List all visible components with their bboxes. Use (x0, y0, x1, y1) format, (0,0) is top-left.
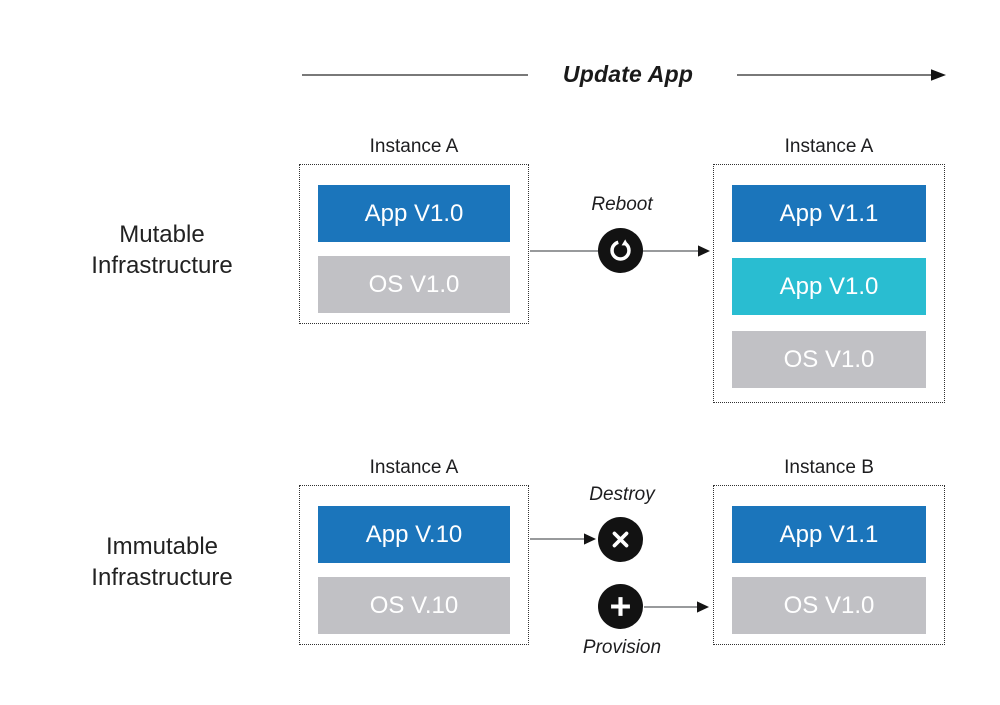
layer-os: OS V1.0 (732, 331, 926, 388)
mutable-label-line1: Mutable (119, 221, 205, 248)
layer-os: OS V.10 (318, 577, 510, 634)
layer-app: App V1.0 (318, 185, 510, 242)
provision-arrowhead-icon (697, 601, 709, 613)
mutable-left-instance-box: App V1.0 OS V1.0 (299, 164, 529, 324)
layer-os: OS V1.0 (318, 256, 510, 313)
plus-icon (611, 597, 630, 616)
mutable-label-line2: Infrastructure (91, 252, 233, 279)
layer-app: App V.10 (318, 506, 510, 563)
layer-os: OS V1.0 (732, 577, 926, 634)
mutable-left-instance-title: Instance A (369, 136, 459, 157)
layer-app: App V1.1 (732, 185, 926, 242)
immutable-label-line1: Immutable (105, 533, 219, 560)
immutable-right-instance-title: Instance B (784, 457, 874, 478)
x-icon (612, 531, 629, 548)
reboot-arrowhead-icon (698, 245, 710, 257)
reboot-label: Reboot (591, 194, 653, 215)
immutable-label-line2: Infrastructure (91, 564, 233, 591)
immutable-infrastructure-label: Immutable Infrastructure (38, 531, 286, 593)
destroy-action-circle (598, 517, 643, 562)
immutable-left-instance-title: Instance A (369, 457, 459, 478)
immutable-right-instance-box: App V1.1 OS V1.0 (713, 485, 945, 645)
update-app-arrowhead-icon (931, 69, 946, 81)
layer-app: App V1.1 (732, 506, 926, 563)
destroy-label: Destroy (589, 484, 655, 505)
mutable-right-instance-box: App V1.1 App V1.0 OS V1.0 (713, 164, 945, 403)
provision-label: Provision (582, 637, 662, 658)
reboot-action-circle (598, 228, 643, 273)
immutable-left-instance-box: App V.10 OS V.10 (299, 485, 529, 645)
diagram-title: Update App (562, 61, 694, 87)
reboot-circular-arrow-icon (610, 236, 631, 261)
provision-action-circle (598, 584, 643, 629)
layer-app-old: App V1.0 (732, 258, 926, 315)
mutable-right-instance-title: Instance A (784, 136, 874, 157)
mutable-infrastructure-label: Mutable Infrastructure (38, 219, 286, 281)
destroy-arrowhead-icon (584, 533, 596, 545)
